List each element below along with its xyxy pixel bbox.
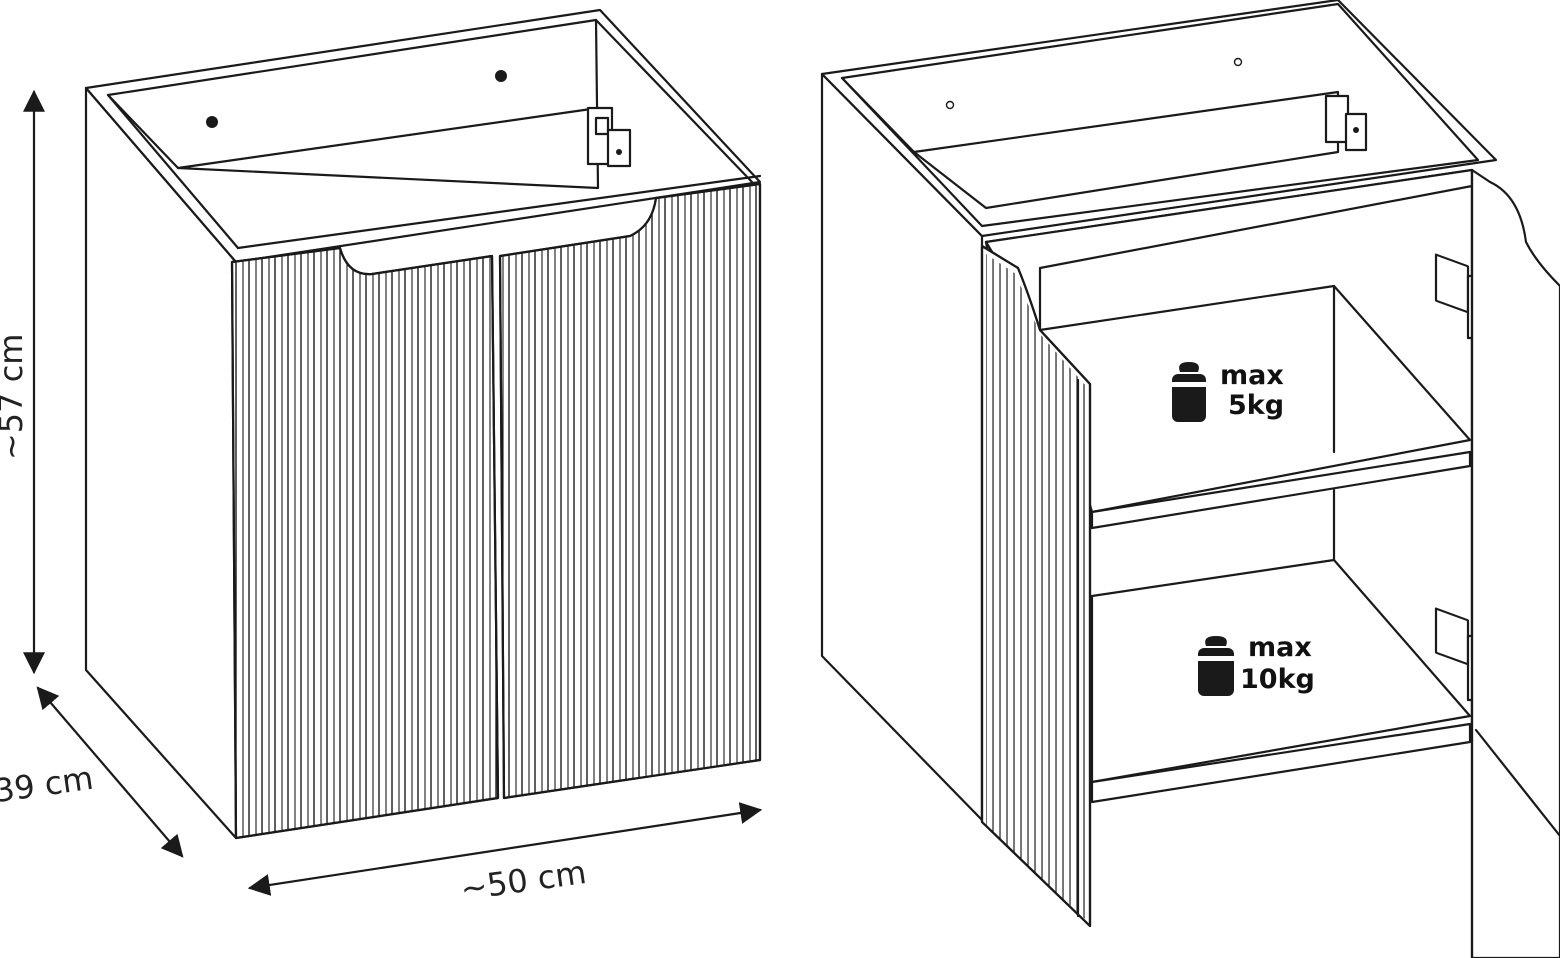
- back-panel: [106, 18, 600, 190]
- depth-label: 39 cm: [0, 759, 96, 810]
- hanging-bracket-icon: [1324, 94, 1368, 152]
- mounting-hole: [206, 116, 218, 128]
- upper-shelf-max-label: max: [1220, 360, 1284, 391]
- lower-compartment: [1090, 558, 1472, 784]
- bottom-shelf: [1090, 722, 1472, 804]
- hanging-bracket-icon: [586, 106, 632, 168]
- weight-icon: [1170, 362, 1208, 422]
- lower-shelf-max-label: max: [1248, 632, 1312, 663]
- lower-shelf-weight: 10kg: [1240, 664, 1315, 695]
- depth-arrow: [36, 686, 184, 858]
- upper-shelf-weight: 5kg: [1228, 390, 1284, 421]
- height-label: ~57 cm: [0, 334, 30, 460]
- right-door-open: [1470, 168, 1560, 958]
- upper-shelf: [1090, 450, 1472, 530]
- cabinet-closed-view: [84, 8, 762, 840]
- width-label: ~50 cm: [458, 853, 589, 908]
- mounting-hole: [495, 70, 507, 82]
- back-rail: [912, 90, 1340, 210]
- width-arrow: [247, 802, 763, 896]
- cabinet-open-view: [820, 0, 1560, 958]
- weight-icon: [1196, 636, 1236, 696]
